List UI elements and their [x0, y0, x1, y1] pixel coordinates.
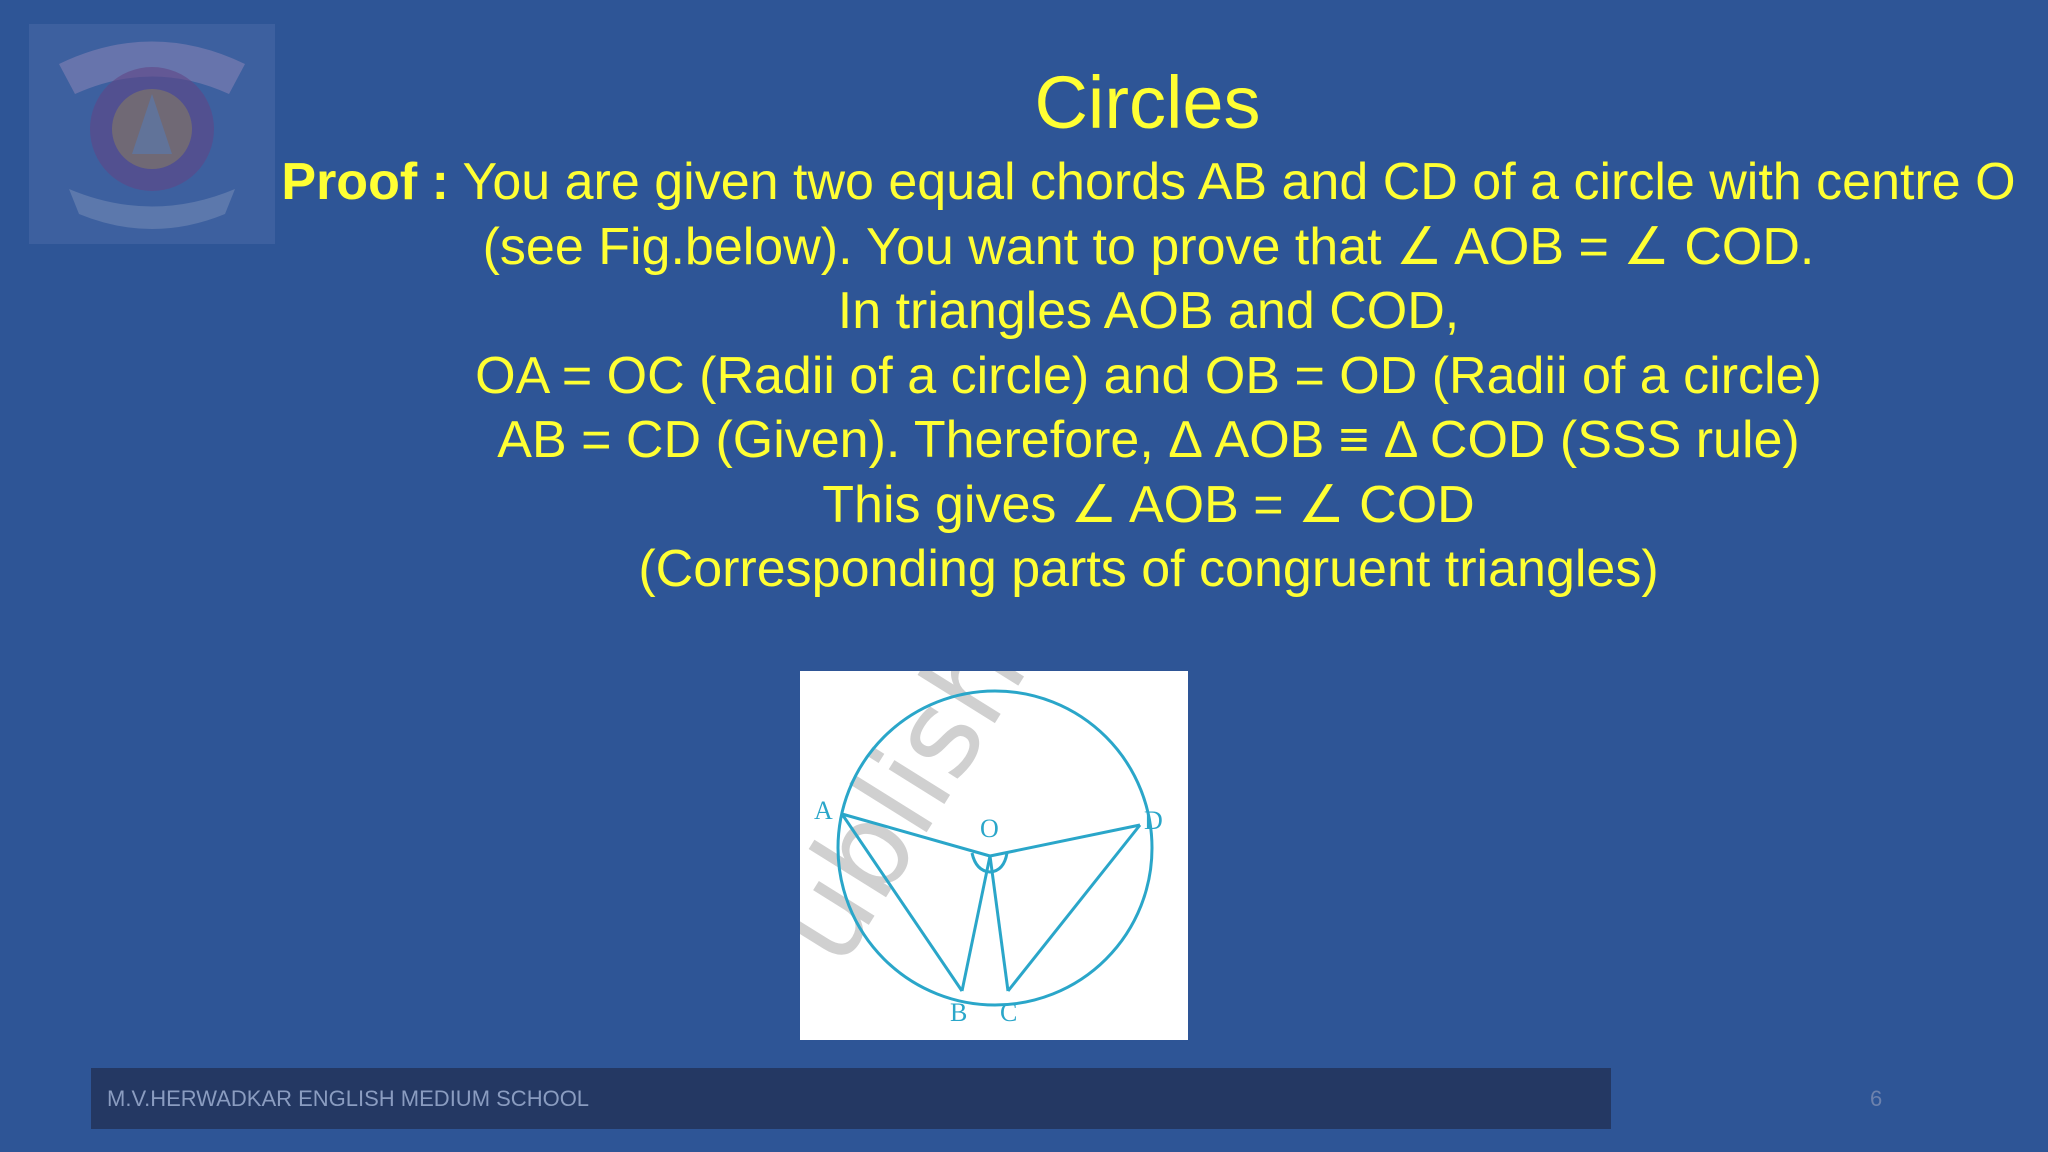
label-d: D — [1144, 806, 1163, 835]
chord-ab — [840, 813, 964, 992]
footer-school-name: M.V.HERWADKAR ENGLISH MEDIUM SCHOOL — [107, 1086, 590, 1111]
proof-line-3: In triangles AOB and COD, — [837, 282, 1460, 340]
proof-line-6: This gives ∠ AOB = ∠ COD — [822, 475, 1475, 534]
label-o: O — [980, 814, 999, 843]
label-c: C — [1000, 998, 1017, 1027]
proof-line-5: AB = CD (Given). Therefore, Δ AOB ≡ Δ CO… — [497, 411, 1800, 469]
proof-line-4: OA = OC (Radii of a circle) and OB = OD … — [475, 346, 1822, 405]
proof-line-1-text: You are given two equal chords AB and CD… — [462, 153, 2016, 211]
circle-outline — [836, 689, 1154, 1007]
angle-arc — [970, 852, 1009, 874]
proof-line-2: (see Fig.below). You want to prove that … — [482, 217, 1815, 276]
label-b: B — [950, 998, 967, 1027]
proof-line-1: Proof : You are given two equal chords A… — [262, 150, 2035, 215]
radius-ob — [960, 855, 992, 992]
radius-od — [989, 823, 1141, 858]
chord-cd — [1006, 824, 1142, 992]
page-number: 6 — [1870, 1086, 1883, 1111]
label-a: A — [814, 796, 833, 825]
proof-label: Proof : — [281, 153, 449, 211]
proof-text: Proof : You are given two equal chords A… — [262, 150, 2035, 602]
radius-oc — [988, 855, 1010, 992]
school-emblem-icon — [29, 24, 275, 244]
slide-title: Circles — [1034, 61, 1261, 144]
circle-figure: ublish A O D B C — [800, 671, 1188, 1040]
radius-oa — [841, 812, 991, 858]
footer-bar: M.V.HERWADKAR ENGLISH MEDIUM SCHOOL — [91, 1068, 1611, 1129]
proof-line-7: (Corresponding parts of congruent triang… — [638, 540, 1659, 598]
